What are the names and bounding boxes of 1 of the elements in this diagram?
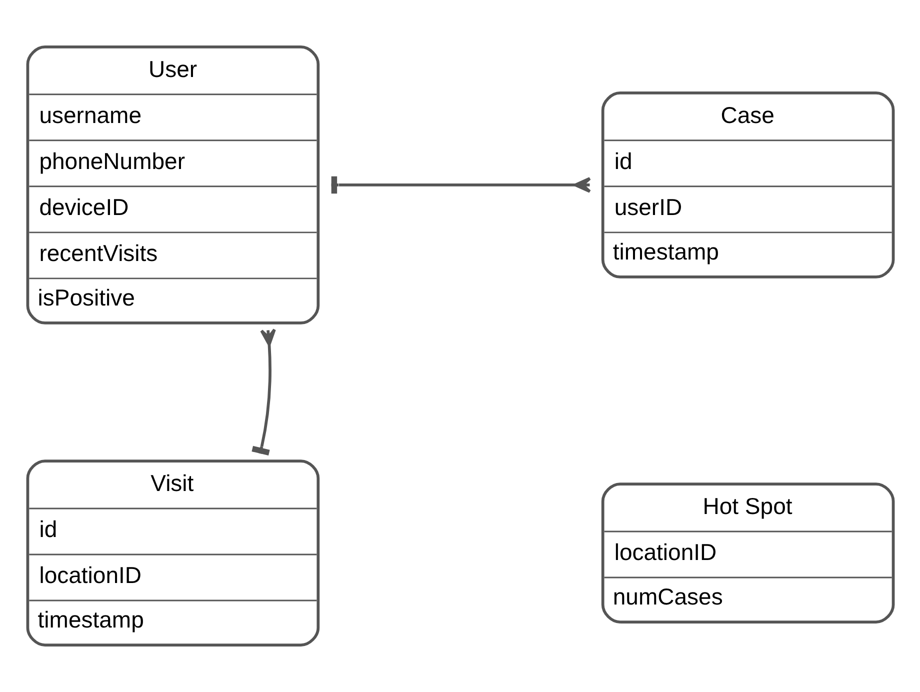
connector xyxy=(251,328,276,456)
